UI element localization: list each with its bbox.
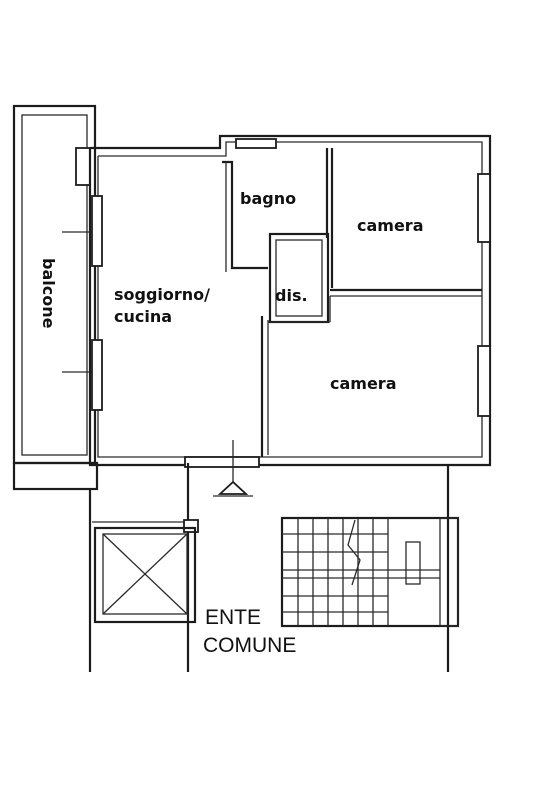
staircase [280, 516, 460, 628]
elevator-shaft [93, 526, 197, 624]
apartment-outer-walls [88, 134, 492, 467]
room-label-soggiorno-line2: cucina [114, 307, 172, 326]
room-label-bagno: bagno [240, 189, 296, 208]
room-label-balcone: balcone [39, 258, 58, 329]
common-area-label-line1: ENTE [205, 606, 261, 629]
interior-walls [222, 148, 482, 457]
room-label-soggiorno-line1: soggiorno/ [114, 285, 210, 304]
entrance [184, 440, 260, 497]
room-label-disimpegno: dis. [275, 286, 308, 305]
room-label-camera-top: camera [357, 216, 424, 235]
balcony [12, 104, 100, 491]
common-area-label-line2: COMUNE [203, 634, 296, 657]
room-label-camera-bottom: camera [330, 374, 397, 393]
